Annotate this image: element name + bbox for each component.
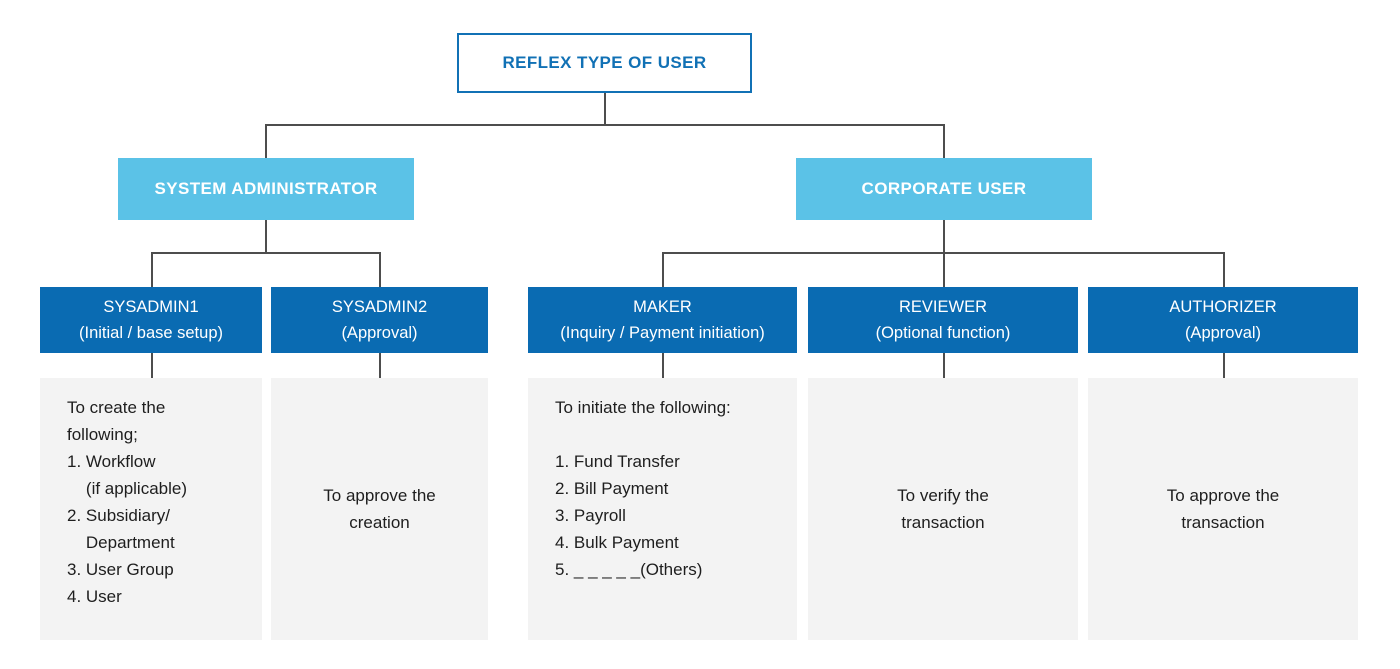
- branch-node-corporate-user: CORPORATE USER: [796, 158, 1092, 220]
- branch-node-system-administrator: SYSTEM ADMINISTRATOR: [118, 158, 414, 220]
- description-panel-reviewer: To verify the transaction: [808, 378, 1078, 640]
- role-subtitle: (Inquiry / Payment initiation): [560, 324, 765, 342]
- description-text: To initiate the following: 1. Fund Trans…: [555, 398, 731, 579]
- role-title: AUTHORIZER: [1169, 298, 1277, 316]
- connector-line: [265, 124, 945, 126]
- connector-line: [943, 124, 945, 158]
- description-panel-authorizer: To approve the transaction: [1088, 378, 1358, 640]
- role-subtitle: (Approval): [341, 324, 418, 342]
- branch-node-label: CORPORATE USER: [861, 179, 1027, 198]
- branch-node-label: SYSTEM ADMINISTRATOR: [154, 179, 378, 198]
- description-panel-sysadmin1: To create the following; 1. Workflow (if…: [40, 378, 262, 640]
- role-subtitle: (Initial / base setup): [79, 324, 223, 342]
- connector-line: [662, 252, 664, 287]
- role-title: SYSADMIN1: [103, 298, 199, 316]
- description-text: To create the following; 1. Workflow (if…: [67, 398, 188, 606]
- connector-line: [604, 93, 606, 124]
- role-subtitle: (Approval): [1184, 324, 1262, 342]
- description-panel-maker: To initiate the following: 1. Fund Trans…: [528, 378, 797, 640]
- role-node-sysadmin2: SYSADMIN2 (Approval): [271, 287, 488, 353]
- connector-line: [379, 353, 381, 378]
- connector-line: [1223, 252, 1225, 287]
- connector-line: [151, 252, 381, 254]
- description-text: To approve the transaction: [1166, 486, 1280, 532]
- connector-line: [151, 353, 153, 378]
- connector-line: [943, 252, 945, 287]
- root-node-label: REFLEX TYPE OF USER: [502, 53, 707, 72]
- connector-line: [151, 252, 153, 287]
- role-subtitle: (Optional function): [875, 324, 1011, 342]
- connector-line: [662, 353, 664, 378]
- description-panel-sysadmin2: To approve the creation: [271, 378, 488, 640]
- connector-line: [379, 252, 381, 287]
- connector-line: [943, 353, 945, 378]
- description-text: To verify the transaction: [897, 486, 989, 532]
- role-node-maker: MAKER (Inquiry / Payment initiation): [528, 287, 797, 353]
- role-title: SYSADMIN2: [331, 298, 428, 316]
- connector-line: [943, 220, 945, 252]
- connector-line: [265, 124, 267, 158]
- root-node-reflex-type-of-user: REFLEX TYPE OF USER: [457, 33, 752, 93]
- role-node-reviewer: REVIEWER (Optional function): [808, 287, 1078, 353]
- role-node-authorizer: AUTHORIZER (Approval): [1088, 287, 1358, 353]
- description-text: To approve the creation: [323, 486, 436, 532]
- connector-line: [265, 220, 267, 252]
- role-title: MAKER: [633, 298, 692, 316]
- role-title: REVIEWER: [898, 298, 987, 316]
- connector-line: [1223, 353, 1225, 378]
- role-node-sysadmin1: SYSADMIN1 (Initial / base setup): [40, 287, 262, 353]
